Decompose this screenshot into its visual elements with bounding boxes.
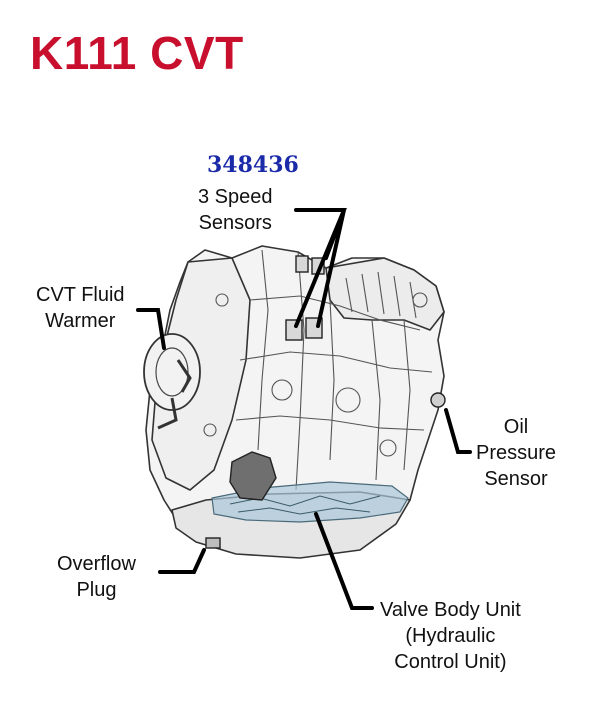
fluid-warmer-leader: [136, 308, 166, 350]
overflow-plug-label: Overflow Plug: [57, 551, 136, 603]
leader-lines: [136, 208, 472, 610]
page-title: K111 CVT: [30, 27, 244, 79]
speed-sensors-label-line-1: 3 Speed: [198, 186, 273, 208]
overflow-plug-leader: [158, 548, 206, 574]
fluid-warmer-label: CVT Fluid Warmer: [36, 282, 125, 334]
oil-pressure-label-line-1: Oil: [503, 416, 529, 438]
valve-body-label-line-3: Control Unit): [394, 651, 507, 673]
overflow-plug-label-line-1: Overflow: [57, 553, 136, 575]
speed-sensors-label-line-2: Sensors: [198, 212, 272, 234]
oil-pressure-label: Oil Pressure Sensor: [476, 414, 556, 492]
fluid-warmer-label-line-1: CVT Fluid: [36, 284, 125, 306]
valve-body-label: Valve Body Unit (Hydraulic Control Unit): [380, 597, 521, 675]
overflow-plug: [205, 537, 221, 549]
valve-body-leader: [314, 512, 374, 610]
housing-details: [203, 249, 433, 491]
oil-pressure-label-line-3: Sensor: [484, 468, 548, 490]
oil-pressure-leader: [444, 408, 472, 454]
oil-pressure-sensor: [430, 392, 446, 408]
fluid-warmer-label-line-2: Warmer: [45, 310, 116, 332]
oil-pressure-label-line-2: Pressure: [476, 442, 557, 464]
speed-sensor-leader: [294, 208, 347, 328]
valve-body-label-line-1: Valve Body Unit: [380, 599, 521, 621]
speed-sensors-label: 3 Speed Sensors: [198, 184, 273, 236]
cvt-fluid-warmer: [143, 333, 201, 430]
shift-switch: [229, 451, 277, 501]
part-number: 348436: [207, 152, 299, 178]
overflow-plug-label-line-2: Plug: [76, 579, 117, 601]
valve-body-label-line-2: (Hydraulic: [405, 625, 496, 647]
